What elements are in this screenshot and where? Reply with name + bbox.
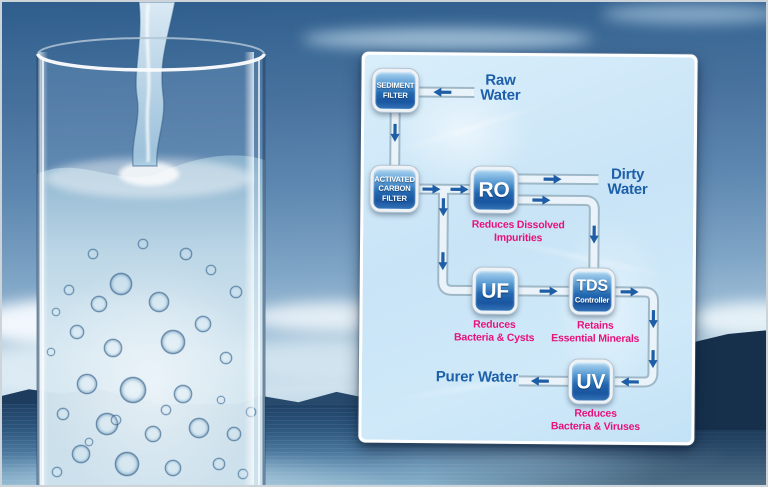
node-ro: RO: [470, 166, 518, 213]
node-label: ACTIVATED: [374, 174, 415, 184]
cloud-wisp: [602, 4, 766, 24]
glass-of-water: [36, 2, 266, 485]
node-label: FILTER: [382, 90, 408, 100]
node-label: SEDIMENT: [376, 80, 415, 91]
pour-stream: [131, 2, 176, 167]
caption-line: Bacteria & Viruses: [550, 419, 641, 433]
label-purer-water: Purer Water: [435, 368, 519, 386]
node-label: UV: [576, 369, 606, 394]
node-label: UF: [481, 279, 510, 303]
glass-rim-back: [37, 37, 265, 55]
node-uv: UV: [568, 359, 614, 404]
caption-uv: Reduces Bacteria & Viruses: [535, 407, 655, 433]
splash: [119, 162, 179, 186]
caption-tds: Retains Essential Minerals: [535, 319, 655, 345]
label-raw-water: Raw Water: [465, 71, 535, 104]
label-line: Raw: [485, 71, 516, 89]
node-label: TDS: [576, 277, 608, 295]
caption-line: Essential Minerals: [551, 331, 640, 345]
node-uf: UF: [472, 267, 518, 314]
caption-line: Reduces: [574, 407, 617, 420]
node-sediment-filter: SEDIMENT FILTER: [372, 68, 419, 113]
node-tds-controller: TDS Controller: [569, 268, 615, 315]
pipe-network: [389, 86, 660, 388]
node-label: RO: [478, 178, 510, 202]
label-line: Water: [607, 180, 648, 199]
label-dirty-water: Dirty Water: [596, 165, 658, 199]
node-label: FILTER: [381, 193, 407, 203]
node-sublabel: Controller: [574, 295, 610, 305]
caption-ro: Reduces Dissolved Impurities: [471, 218, 565, 244]
cloud-wisp: [302, 28, 592, 50]
glass-wall-highlight: [244, 52, 254, 485]
glass-rim-highlight: [36, 53, 266, 72]
label-line: Water: [480, 86, 521, 104]
node-label: CARBON: [378, 183, 411, 194]
node-activated-carbon-filter: ACTIVATED CARBON FILTER: [370, 165, 419, 213]
caption-line: Retains: [577, 319, 614, 332]
diagram-panel: SEDIMENT FILTER ACTIVATED CARBON FILTER …: [358, 51, 698, 446]
stream-highlight: [145, 3, 151, 163]
label-line: Dirty: [610, 165, 645, 184]
